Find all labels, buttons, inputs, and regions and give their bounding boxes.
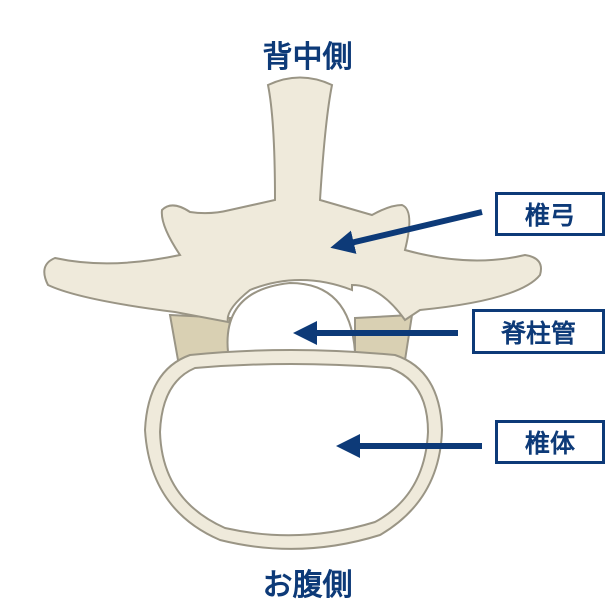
vertebral-body-inner — [158, 363, 430, 537]
label-lamina: 椎弓 — [495, 192, 605, 236]
vertebral-arch — [43, 76, 542, 324]
label-spinal-canal: 脊柱管 — [472, 309, 605, 354]
arrow-lamina — [330, 209, 483, 254]
dorsal-side-label: 背中側 — [262, 40, 353, 75]
ventral-side-label: お腹側 — [262, 568, 353, 603]
label-vertebral-body: 椎体 — [495, 420, 605, 464]
